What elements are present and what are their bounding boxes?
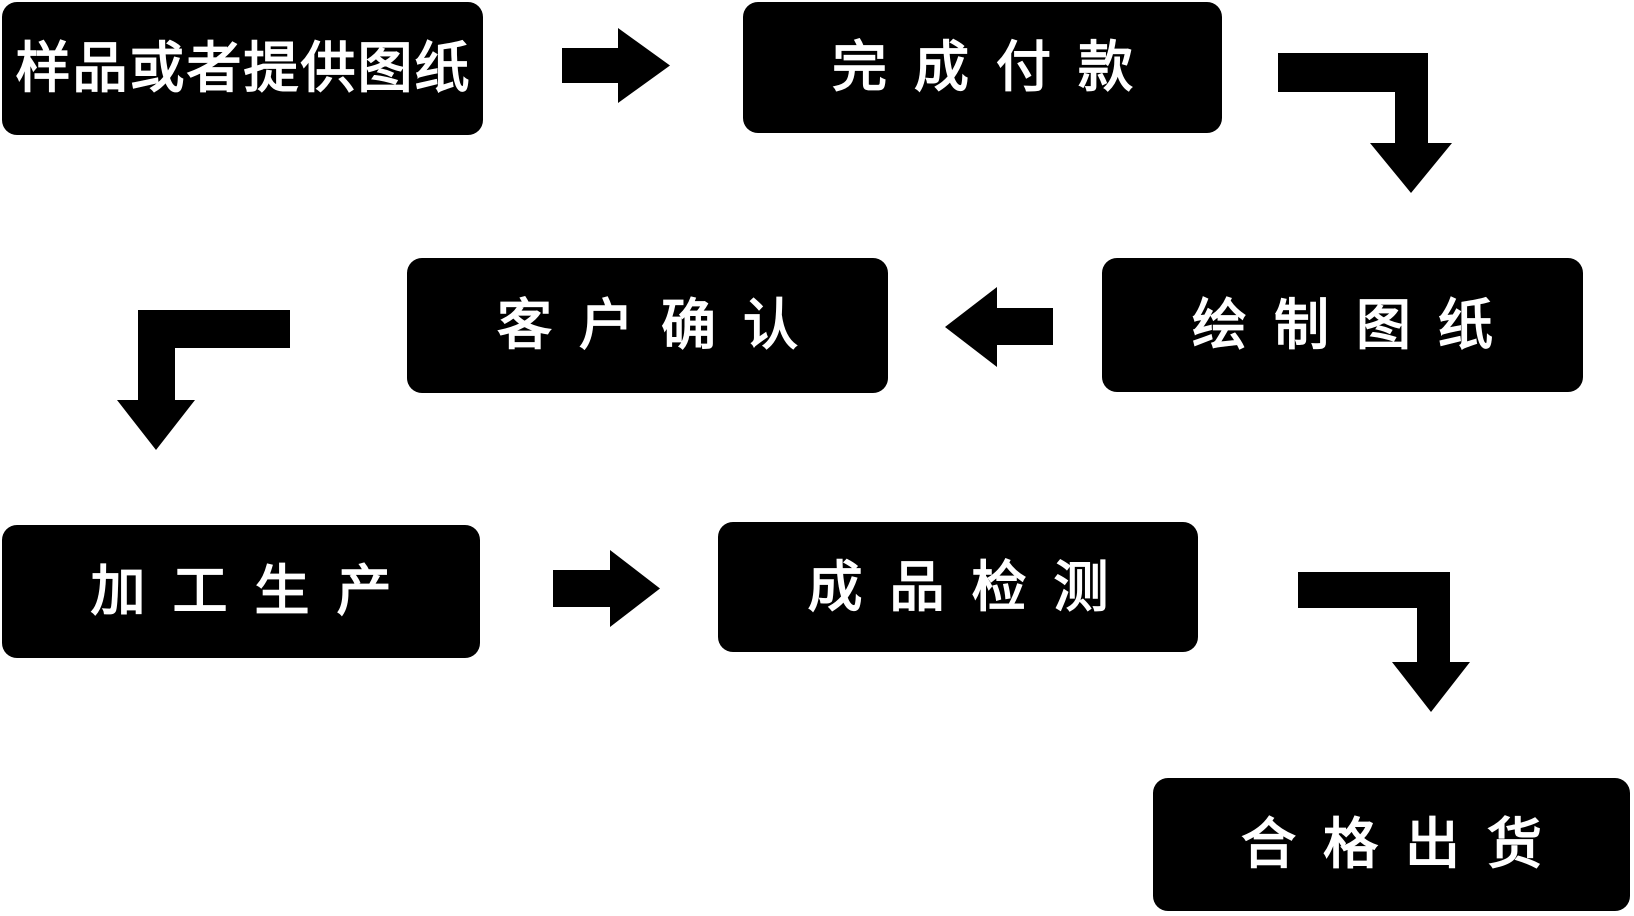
flow-node-label: 客户确认: [496, 293, 825, 357]
flow-node-processing-production: 加工生产: [2, 525, 480, 658]
flow-node-finished-product-inspection: 成品检测: [718, 522, 1198, 652]
flow-node-qualified-shipment: 合格出货: [1153, 778, 1630, 911]
arrow-payment-to-draw: [1278, 53, 1452, 193]
flow-node-label: 加工生产: [90, 559, 419, 623]
flow-node-label: 样品或者提供图纸: [15, 36, 472, 100]
arrow-production-to-inspection: [553, 550, 660, 627]
flow-node-draw-drawings: 绘制图纸: [1102, 258, 1583, 392]
flow-node-sample-or-provide-drawings: 样品或者提供图纸: [2, 2, 483, 135]
flow-node-label: 绘制图纸: [1191, 292, 1520, 357]
arrow-inspection-to-shipment: [1298, 572, 1470, 712]
arrow-confirm-to-production: [117, 310, 290, 450]
arrow-draw-to-confirm: [945, 287, 1053, 367]
flow-node-label: 完成付款: [831, 35, 1160, 99]
arrow-sample-to-payment: [562, 28, 670, 103]
flow-node-complete-payment: 完成付款: [743, 2, 1222, 133]
flow-node-customer-confirmation: 客户确认: [407, 258, 888, 393]
flow-node-label: 成品检测: [807, 554, 1136, 619]
flow-node-label: 合格出货: [1240, 812, 1569, 876]
